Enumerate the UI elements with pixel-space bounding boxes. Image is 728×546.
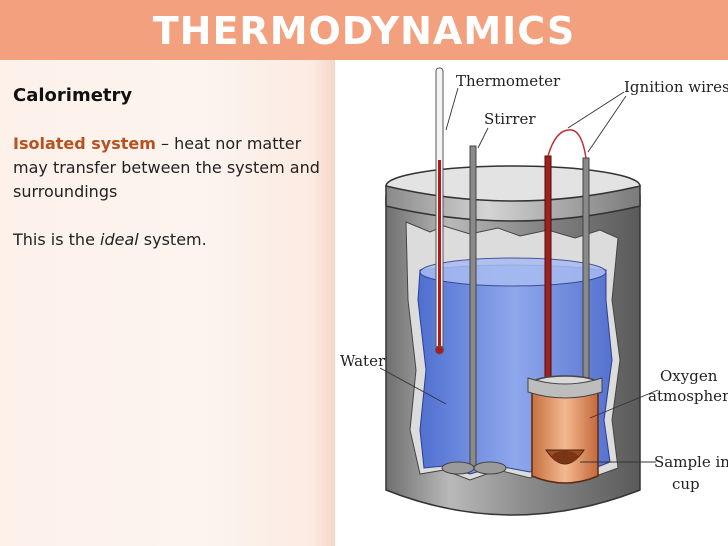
calorimeter-diagram: Thermometer Ignition wires Stirrer Water… bbox=[340, 67, 728, 516]
leader-stirrer bbox=[477, 127, 489, 149]
ignition-rod-gray bbox=[582, 157, 590, 385]
section-subtitle: Calorimetry bbox=[13, 85, 133, 106]
ignition-wire bbox=[547, 129, 587, 159]
label-sample-2: cup bbox=[672, 475, 700, 493]
text-content: Calorimetry Isolated system – heat nor m… bbox=[13, 84, 328, 276]
stirrer-blade-left bbox=[441, 461, 475, 475]
leader-ignition-1 bbox=[567, 91, 625, 129]
leader-water bbox=[379, 367, 447, 405]
leader-ignition-2 bbox=[587, 95, 627, 153]
label-oxygen-1: Oxygen bbox=[660, 367, 718, 385]
stirrer-rod bbox=[469, 145, 477, 467]
bomb-body bbox=[531, 383, 599, 484]
ideal-word: ideal bbox=[100, 230, 139, 249]
label-oxygen-2: atmosphere bbox=[648, 387, 728, 405]
label-thermometer: Thermometer bbox=[456, 72, 561, 90]
bomb-cap bbox=[527, 377, 603, 399]
label-ignition-wires: Ignition wires bbox=[624, 78, 728, 96]
leader-oxygen bbox=[589, 389, 659, 419]
label-sample-1: Sample in bbox=[654, 453, 728, 471]
slide-title: THERMODYNAMICS bbox=[152, 9, 576, 53]
thermometer-mercury bbox=[438, 160, 441, 346]
definition-text: – heat nor matter may transfer between t… bbox=[13, 134, 320, 201]
label-stirrer: Stirrer bbox=[484, 110, 536, 128]
ideal-paragraph: This is the ideal system. bbox=[13, 228, 328, 252]
ignition-rod-red bbox=[544, 155, 552, 383]
ideal-prefix: This is the bbox=[13, 230, 100, 249]
panel-shade bbox=[313, 60, 335, 546]
thermometer-bulb bbox=[435, 345, 444, 355]
leader-thermometer bbox=[445, 87, 459, 131]
stirrer-blade-right bbox=[473, 461, 507, 475]
title-bar: THERMODYNAMICS bbox=[0, 0, 728, 60]
label-water: Water bbox=[340, 352, 386, 370]
ideal-suffix: system. bbox=[138, 230, 207, 249]
definition-paragraph: Isolated system – heat nor matter may tr… bbox=[13, 132, 328, 204]
water-surface bbox=[419, 257, 607, 287]
highlighted-term: Isolated system bbox=[13, 134, 156, 153]
sample bbox=[552, 451, 578, 463]
left-panel bbox=[0, 60, 335, 546]
